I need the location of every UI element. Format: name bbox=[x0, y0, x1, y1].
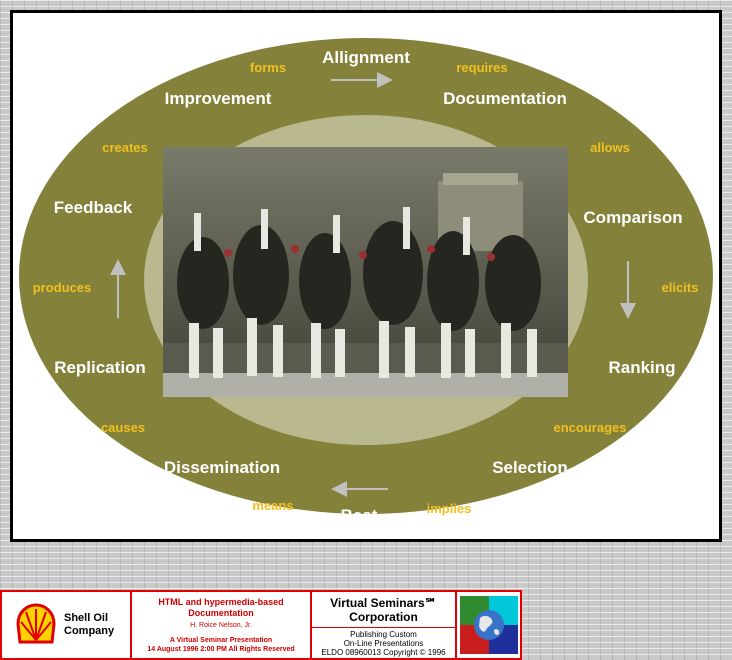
node-replication: Replication bbox=[54, 358, 146, 377]
vs-logo-block bbox=[457, 592, 520, 658]
presentation-subtitle: A Virtual Seminar Presentation bbox=[169, 637, 273, 644]
virtual-seminars-block: Virtual Seminars℠ Corporation Publishing… bbox=[312, 592, 457, 658]
globe-logo-icon bbox=[460, 596, 518, 654]
node-selection: Selection bbox=[492, 458, 568, 477]
presentation-author: H. Roice Nelson, Jr. bbox=[190, 622, 252, 629]
shell-line2: Company bbox=[64, 625, 115, 637]
horse-team-photo bbox=[163, 147, 568, 397]
shell-block: Shell Oil Company bbox=[2, 592, 132, 658]
relation-elicits: elicits bbox=[662, 280, 699, 295]
relation-means: means bbox=[252, 498, 293, 513]
vs-line5: ELDO 08960013 Copyright © 1996 bbox=[321, 648, 446, 657]
presentation-date: 14 August 1996 2:00 PM All Rights Reserv… bbox=[147, 646, 295, 653]
footer-banner: Shell Oil Company HTML and hypermedia-ba… bbox=[0, 590, 522, 660]
node-improvement: Improvement bbox=[165, 89, 272, 108]
vs-line1: Virtual Seminars℠ bbox=[330, 596, 437, 610]
vs-line3: Publishing Custom bbox=[350, 630, 417, 639]
shell-logo-icon bbox=[16, 603, 56, 644]
presentation-title-line2: Documentation bbox=[188, 608, 254, 618]
relation-creates: creates bbox=[102, 140, 148, 155]
presentation-title-line1: HTML and hypermedia-based bbox=[158, 597, 284, 607]
relation-allows: allows bbox=[590, 140, 630, 155]
relation-causes: causes bbox=[101, 420, 145, 435]
node-dissemination: Dissemination bbox=[164, 458, 280, 477]
node-allignment: Allignment bbox=[322, 48, 410, 67]
vs-line2: Corporation bbox=[349, 610, 418, 624]
relation-requires: requires bbox=[456, 60, 507, 75]
node-documentation: Documentation bbox=[443, 89, 567, 108]
relation-implies: implies bbox=[427, 501, 472, 516]
node-comparison: Comparison bbox=[583, 208, 682, 227]
relation-encourages: encourages bbox=[554, 420, 627, 435]
relation-forms: forms bbox=[250, 60, 286, 75]
shell-line1: Shell Oil bbox=[64, 612, 109, 624]
node-ranking: Ranking bbox=[608, 358, 675, 377]
relation-produces: produces bbox=[33, 280, 92, 295]
presentation-title-block: HTML and hypermedia-based Documentation … bbox=[132, 592, 312, 658]
vs-line4: On-Line Presentations bbox=[343, 639, 424, 648]
diagram-frame: Allignment Documentation Comparison Rank… bbox=[10, 10, 722, 542]
cycle-diagram: Allignment Documentation Comparison Rank… bbox=[19, 38, 713, 525]
node-feedback: Feedback bbox=[54, 198, 133, 217]
node-best: Best bbox=[341, 506, 378, 525]
